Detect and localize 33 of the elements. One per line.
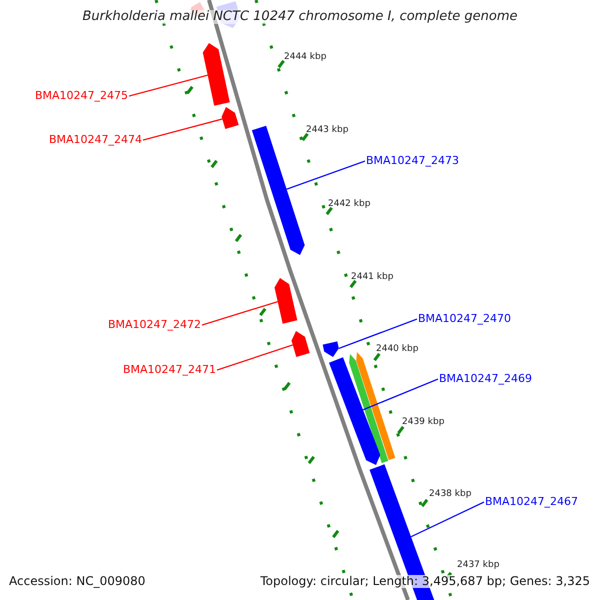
gene-feature [322, 341, 339, 357]
gene-feature [252, 126, 305, 255]
gene-feature [274, 278, 298, 324]
leader-line [128, 74, 208, 97]
gene-label: BMA10247_2472 [108, 319, 201, 332]
leader-line [142, 118, 222, 141]
leader-line [286, 160, 366, 190]
gene-label: BMA10247_2473 [366, 155, 460, 168]
scale-label: 2442 kbp [328, 200, 370, 210]
gene-label: BMA10247_2470 [418, 313, 512, 326]
leader-line [202, 301, 278, 326]
scale-label: 2444 kbp [284, 53, 326, 63]
gene-label: BMA10247_2475 [34, 90, 128, 102]
leader-line [216, 344, 293, 371]
gene-feature [222, 107, 239, 129]
scale-label: 2440 kbp [376, 345, 418, 355]
scale-label: 2441 kbp [351, 273, 394, 283]
accession-text: Accession: NC_009080 [9, 575, 146, 588]
gene-feature [202, 43, 230, 106]
gene-label: BMA10247_2474 [48, 134, 142, 146]
gene-label: BMA10247_2467 [485, 496, 578, 508]
gene-feature [329, 357, 380, 465]
scale-label: 2439 kbp [402, 418, 444, 428]
leader-line [410, 502, 484, 538]
scale-label: 2437 kbp [457, 561, 500, 571]
gene-label: BMA10247_2471 [122, 364, 216, 376]
scale-label: 2443 kbp [306, 126, 348, 136]
scale-label: 2438 kbp [429, 490, 472, 500]
leader-line [338, 318, 418, 349]
gene-feature [292, 331, 310, 357]
leader-line [362, 378, 438, 410]
gene-label: BMA10247_2469 [439, 373, 532, 386]
genome-summary-text: Topology: circular; Length: 3,495,687 bp; Genes: 3,325 [260, 575, 590, 588]
